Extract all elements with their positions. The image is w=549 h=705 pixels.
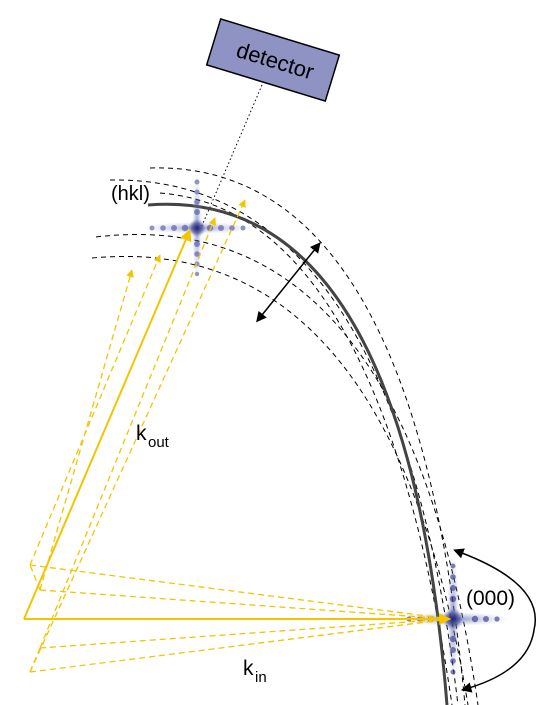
origin-spot [398, 555, 510, 680]
k-in-dashed [29, 564, 451, 673]
spread-arrow [256, 242, 321, 323]
rotation-arrow [453, 548, 536, 693]
hkl-spot [142, 172, 254, 282]
k-out-symbol: k [136, 422, 147, 445]
ewald-sphere [147, 202, 449, 705]
k-out-subscript: out [148, 434, 170, 451]
origin-label: (000) [466, 587, 515, 610]
hkl-label: (hkl) [111, 183, 150, 205]
detector: detector [205, 17, 341, 103]
detector-line [200, 84, 263, 229]
k-in-label: k in [243, 657, 267, 686]
detector-box [205, 17, 341, 103]
k-in-subscript: in [255, 669, 267, 686]
k-out-label: k out [136, 422, 170, 451]
k-out-beam [23, 228, 192, 620]
k-in-symbol: k [243, 657, 254, 680]
